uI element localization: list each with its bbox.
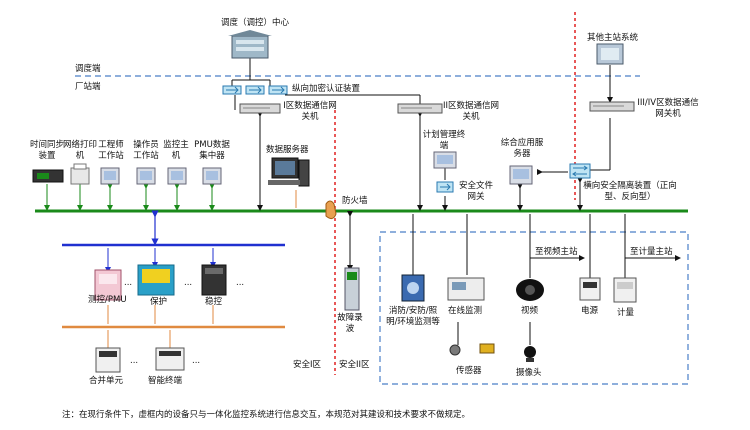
- video-icon: [516, 279, 544, 301]
- dispatch-center-building-icon: [228, 30, 272, 59]
- online-monitor-icon: [447, 277, 485, 301]
- smart-terminal-icon: [155, 347, 185, 371]
- external-devices-box: [379, 231, 689, 385]
- stability-label: 稳控: [205, 297, 223, 307]
- operator-ws-label: 操作员工作站: [133, 140, 159, 161]
- zone2-label: 安全II区: [339, 360, 370, 370]
- ellipsis-1: ...: [124, 278, 133, 288]
- ellipsis-5: ...: [192, 356, 201, 366]
- merging-unit-label: 合并单元: [89, 376, 124, 386]
- printer-label: 网络打印机: [63, 140, 98, 161]
- metering-icon: [613, 277, 637, 303]
- merging-unit-icon: [95, 347, 121, 373]
- metering-label: 计量: [617, 308, 635, 318]
- zone34-gateway-icon: [589, 101, 635, 112]
- ellipsis-2: ...: [184, 278, 193, 288]
- time-sync-icon: [32, 169, 64, 183]
- dispatch-center-label: 调度（调控）中心: [221, 18, 290, 28]
- dispatch-end-label: 调度端: [75, 64, 101, 74]
- to-video-master-label: 至视频主站: [535, 247, 578, 257]
- power-icon: [579, 277, 601, 301]
- engineer-ws-icon: [100, 167, 120, 185]
- camera-icon: [524, 346, 536, 362]
- monitor-host-label: 监控主机: [163, 140, 189, 161]
- isolation-device-label: 横向安全隔离装置（正向型、反向型）: [583, 181, 677, 202]
- data-server-icon: [268, 157, 310, 187]
- video-label: 视频: [521, 306, 539, 316]
- firewall-icon: [325, 200, 337, 220]
- fire-security-label: 消防/安防/照明/环境监测等: [386, 306, 440, 327]
- footnote: 注：在现行条件下，虚框内的设备只与一体化监控系统进行信息交互，本规范对其建设和技…: [62, 410, 471, 420]
- data-server-label: 数据服务器: [266, 145, 309, 155]
- ellipsis-4: ...: [130, 356, 139, 366]
- encryption-device-icon: [222, 85, 288, 95]
- sensor-label: 传感器: [456, 366, 482, 376]
- zone1-gateway-label: I区数据通信网关机: [283, 101, 337, 122]
- fault-recorder-icon: [344, 267, 360, 311]
- plan-terminal-label: 计划管理终端: [422, 130, 466, 151]
- monitor-host-icon: [167, 167, 187, 185]
- online-monitor-label: 在线监测: [448, 306, 483, 316]
- camera-label: 摄像头: [516, 368, 542, 378]
- ellipsis-3: ...: [236, 278, 245, 288]
- isolation-device-icon: [569, 163, 591, 179]
- protection-label: 保护: [150, 297, 168, 307]
- to-metering-master-label: 至计量主站: [630, 247, 673, 257]
- printer-icon: [70, 163, 90, 185]
- power-label: 电源: [581, 306, 599, 316]
- pmu-concentrator-label: PMU数据集中器: [194, 140, 230, 161]
- zone34-gateway-label: III/IV区数据通信网关机: [637, 98, 699, 119]
- other-master-label: 其他主站系统: [587, 33, 639, 43]
- zone2-gateway-label: II区数据通信网关机: [443, 101, 500, 122]
- fault-recorder-label: 故障录波: [337, 313, 363, 334]
- smart-terminal-label: 智能终端: [148, 376, 183, 386]
- engineer-ws-label: 工程师工作站: [98, 140, 124, 161]
- measure-pmu-label: 测控/PMU: [88, 295, 127, 305]
- protection-icon: [137, 264, 175, 296]
- measure-pmu-icon: [94, 269, 122, 301]
- zone1-gateway-icon: [239, 103, 281, 114]
- firewall-label: 防火墙: [342, 196, 368, 206]
- operator-ws-icon: [136, 167, 156, 185]
- pmu-concentrator-icon: [202, 167, 222, 185]
- time-sync-label: 时间同步装置: [30, 140, 65, 161]
- fire-security-icon: [401, 274, 425, 302]
- zone2-gateway-icon: [397, 103, 443, 114]
- other-master-icon: [596, 43, 624, 65]
- file-gateway-label: 安全文件网关: [458, 181, 493, 202]
- station-end-label: 厂站端: [75, 82, 101, 92]
- file-gateway-icon: [436, 181, 454, 193]
- stability-icon: [201, 264, 227, 296]
- zone1-label: 安全I区: [293, 360, 322, 370]
- sensor-icon: [449, 343, 495, 356]
- integrated-server-label: 综合应用服务器: [500, 138, 544, 159]
- integrated-server-icon: [509, 165, 533, 185]
- vertical-encrypt-label: 纵向加密认证装置: [292, 84, 361, 94]
- plan-terminal-icon: [433, 151, 457, 169]
